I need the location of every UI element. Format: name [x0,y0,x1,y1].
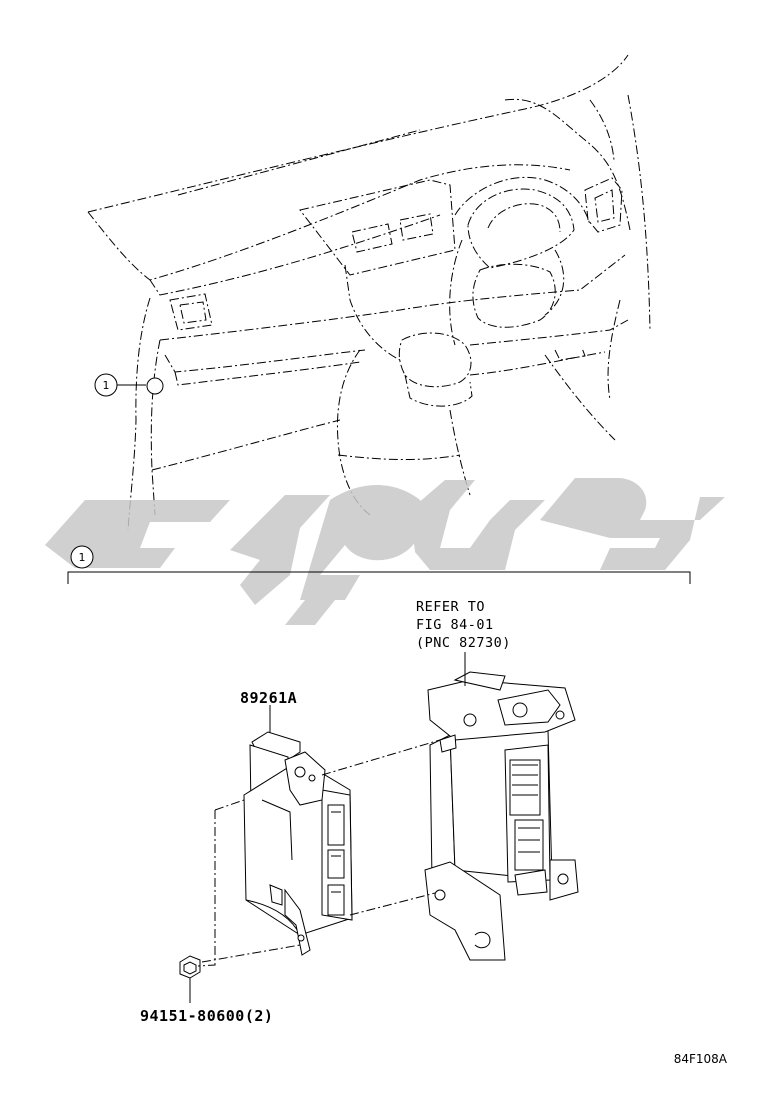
nut-part-code: 94151-80600(2) [140,1007,273,1025]
section-bracket: 1 [67,545,691,584]
junction-box-assembly [424,671,579,961]
callout-number: 1 [103,379,110,392]
figure-id: 84F108A [674,1052,728,1066]
assembly-lines [197,739,441,967]
reference-line-3: (PNC 82730) [416,635,511,651]
section-callout-number: 1 [79,551,86,564]
ecu-location-marker [146,377,164,395]
nut-part [179,955,201,1003]
watermark-logo [45,478,725,625]
callout-top: 1 [94,373,146,397]
reference-line-2: FIG 84-01 [416,617,494,633]
ecu-89261a [243,731,353,956]
reference-line-1: REFER TO [416,599,485,615]
computer-part-code: 89261A [240,689,297,707]
dashboard-illustration [87,54,651,531]
section-callout-circle [70,545,94,569]
